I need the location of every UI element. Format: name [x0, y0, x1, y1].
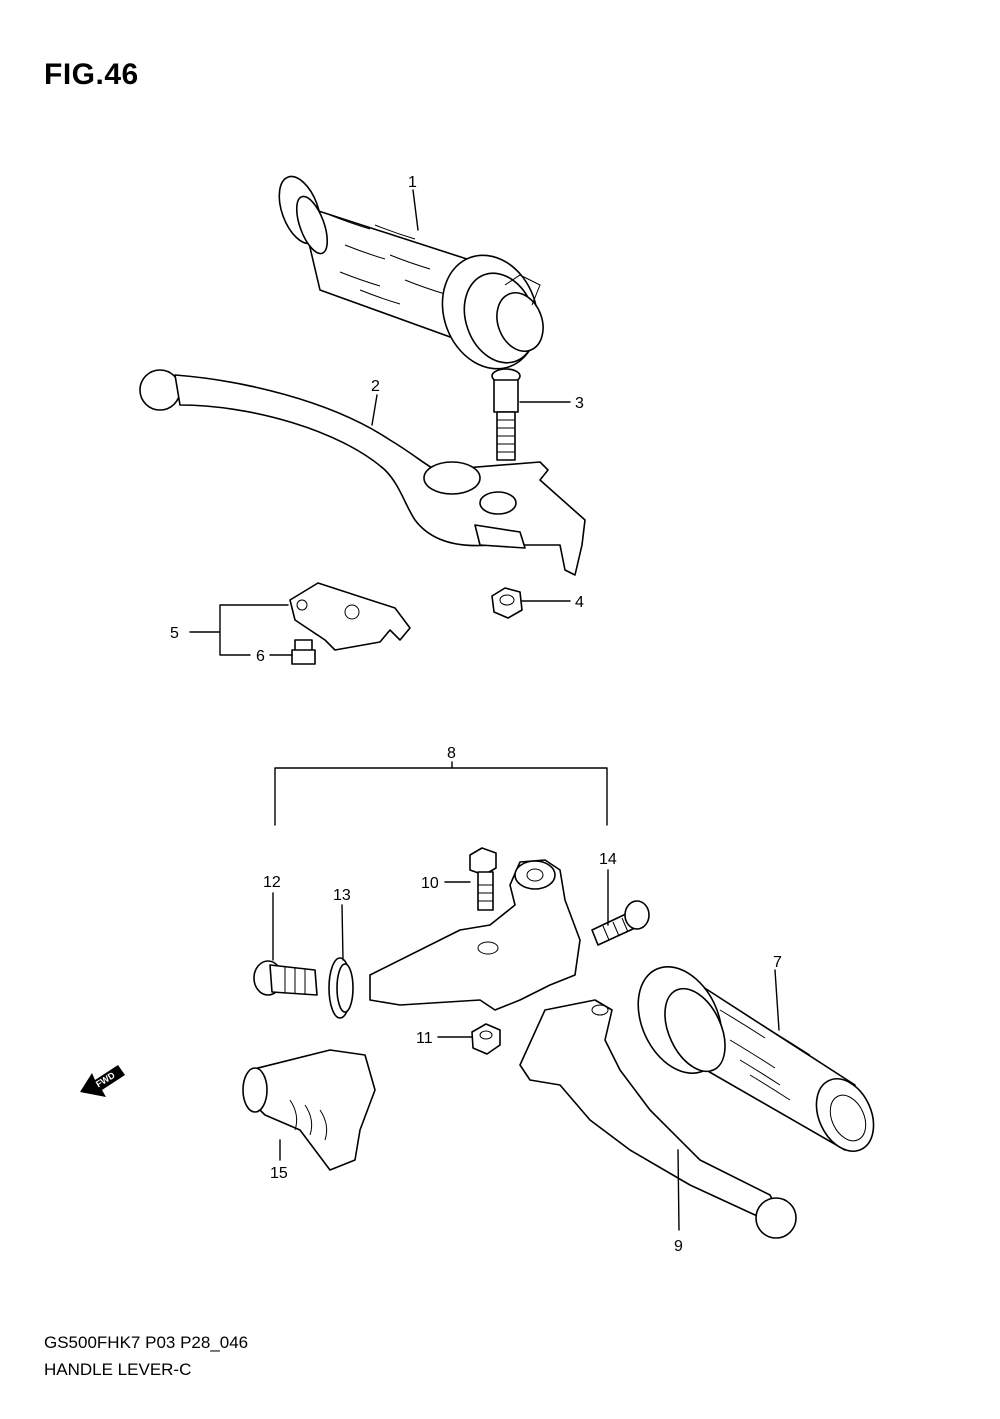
- part-3-pivot-bolt: [491, 368, 521, 461]
- part-1-throttle-grip: [278, 175, 544, 370]
- footer-model-code: GS500FHK7 P03 P28_046: [44, 1333, 249, 1352]
- callout-9: 9: [674, 1238, 683, 1255]
- part-13-adjuster-wheel: [328, 957, 354, 1019]
- callout-8: 8: [447, 745, 456, 762]
- fwd-direction-arrow-icon: FWD: [80, 1065, 125, 1097]
- part-5-brake-switch: [289, 582, 411, 651]
- callout-7: 7: [773, 954, 782, 971]
- footer-section-name: HANDLE LEVER-C: [44, 1360, 192, 1379]
- callout-11: 11: [416, 1030, 433, 1047]
- callout-6: 6: [256, 648, 265, 665]
- leader-lines: [189, 189, 780, 1231]
- part-4-nut: [491, 587, 523, 619]
- part-11-nut: [471, 1023, 501, 1055]
- part-14-screw: [591, 900, 650, 946]
- part-12-adjuster-bolt: [253, 960, 318, 996]
- part-8-clutch-holder: [369, 859, 581, 1011]
- part-15-lever-cover: [242, 1049, 376, 1171]
- callout-2: 2: [371, 378, 380, 395]
- callout-1: 1: [408, 174, 417, 191]
- part-6-screw: [291, 639, 316, 665]
- part-7-left-grip: [637, 965, 875, 1152]
- callout-3: 3: [575, 395, 584, 412]
- part-9-clutch-lever: [519, 999, 797, 1239]
- callout-10: 10: [421, 875, 439, 892]
- part-10-pivot-bolt: [469, 847, 497, 911]
- part-2-brake-lever: [139, 369, 586, 576]
- callout-13: 13: [333, 887, 351, 904]
- callout-5: 5: [170, 625, 179, 642]
- callout-4: 4: [575, 594, 584, 611]
- figure-title: FIG.46: [44, 58, 139, 91]
- callout-15: 15: [270, 1165, 288, 1182]
- callout-labels: 1 2 3 4 5 6 7 8 9 10 11 12 13 14 15: [170, 174, 782, 1255]
- callout-14: 14: [599, 851, 617, 868]
- callout-12: 12: [263, 874, 281, 891]
